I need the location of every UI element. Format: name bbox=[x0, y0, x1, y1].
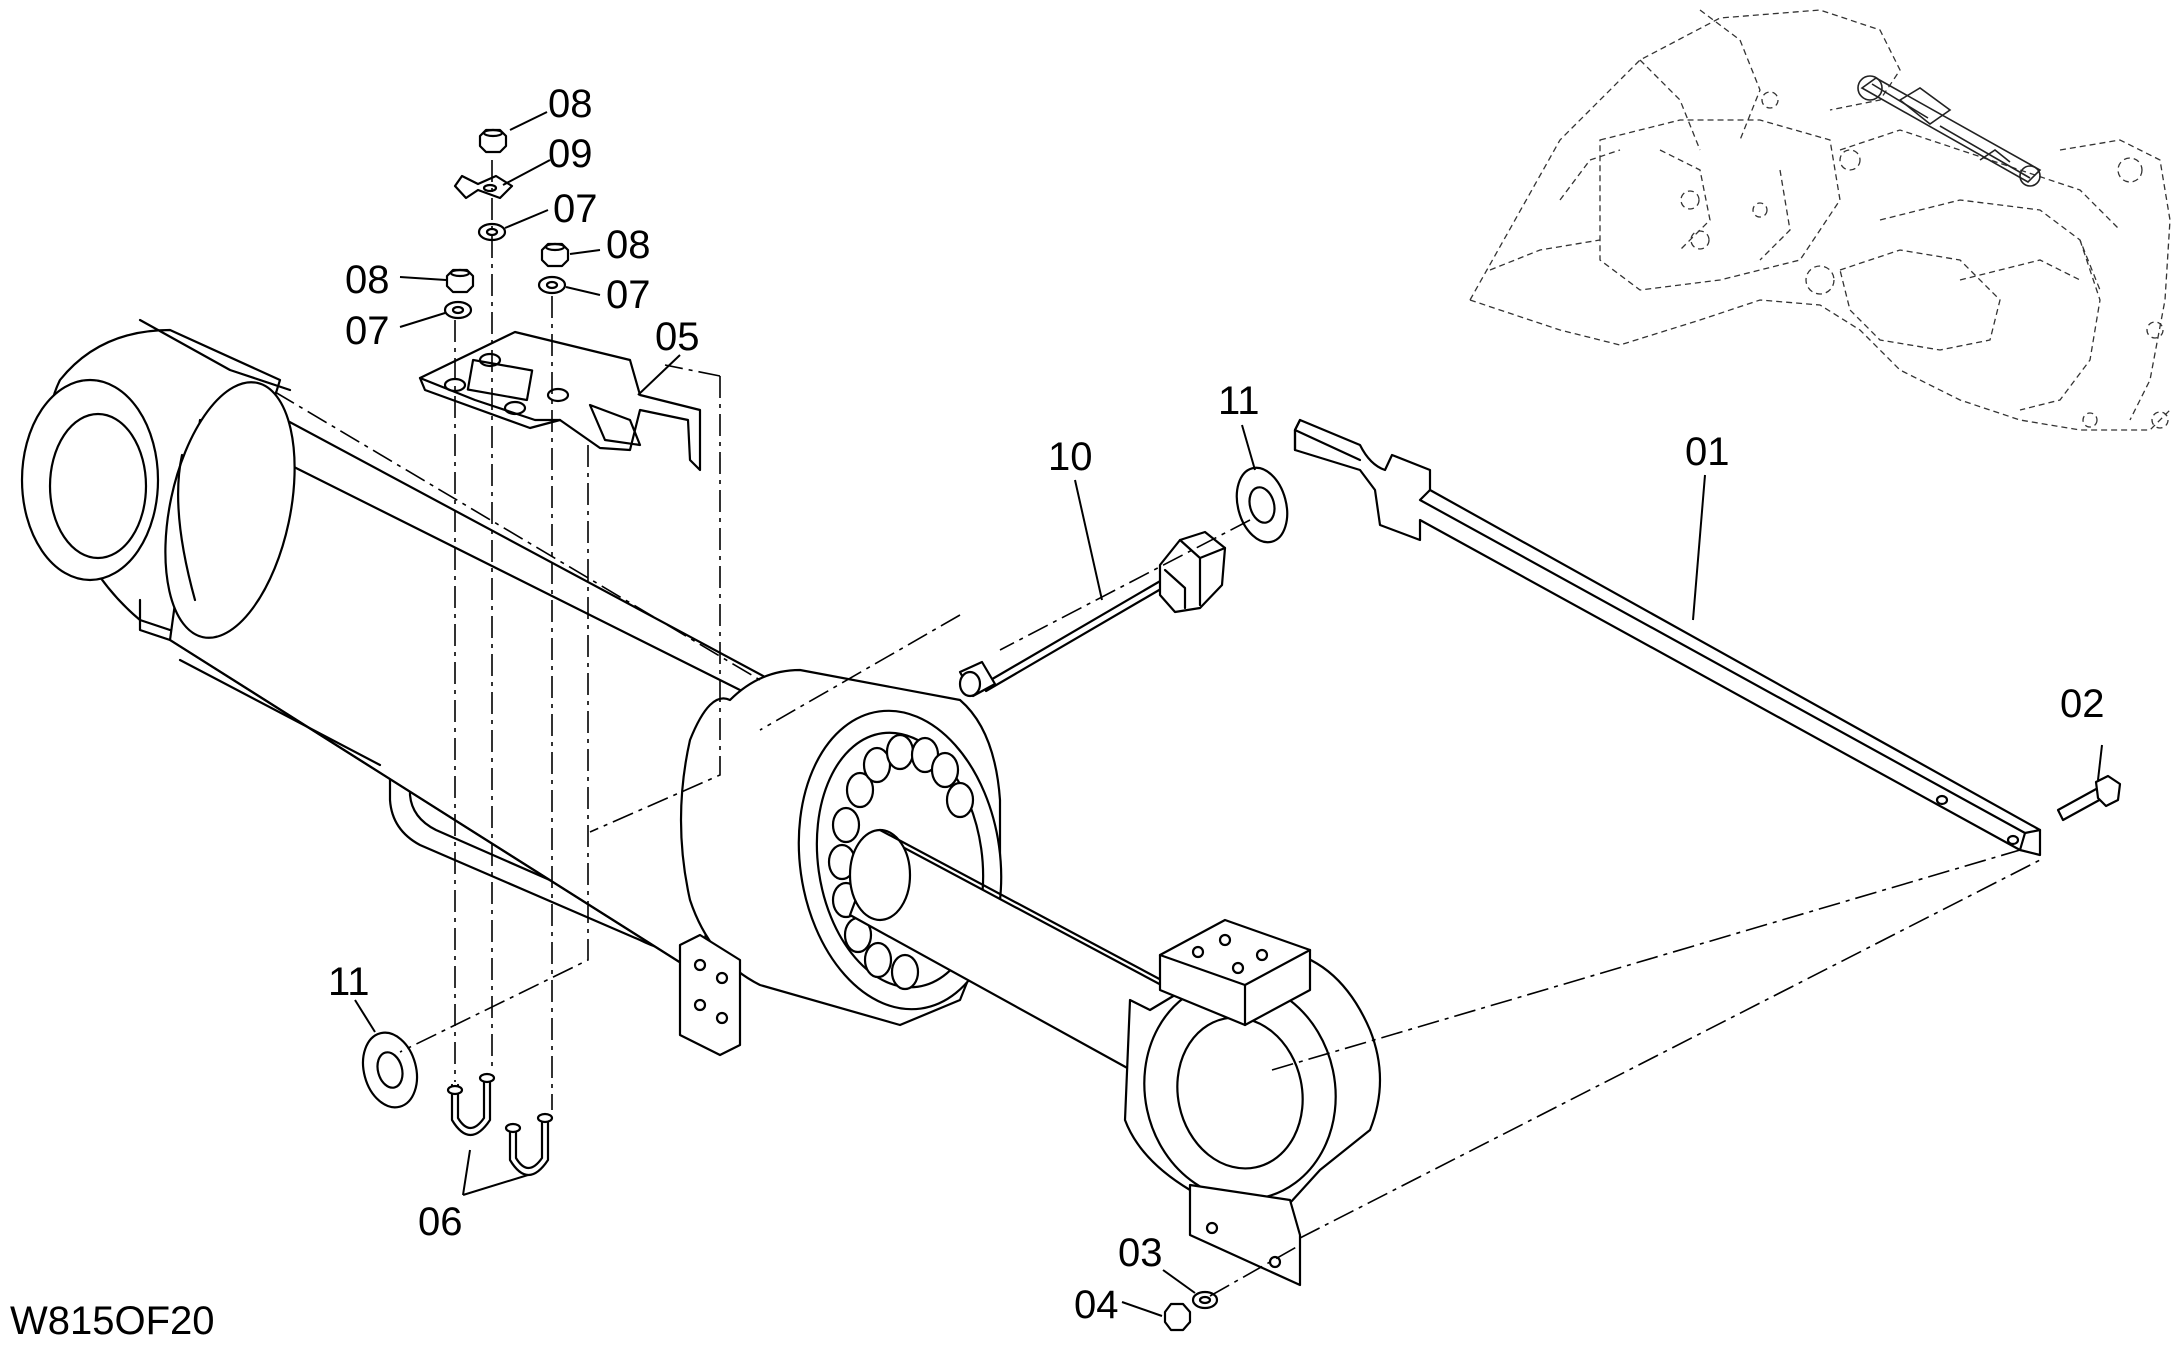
leader-lines bbox=[354, 111, 2103, 1317]
label-09: 09 bbox=[548, 132, 593, 176]
label-01: 01 bbox=[1685, 430, 1730, 474]
label-10: 10 bbox=[1048, 435, 1093, 479]
drawing-code: W815OF20 bbox=[10, 1299, 215, 1343]
boom-cylinder-assembly bbox=[20, 318, 1382, 1287]
part-labels: 08 09 07 08 08 07 07 05 11 10 01 02 11 0… bbox=[328, 82, 2105, 1327]
label-07-top: 07 bbox=[553, 187, 598, 231]
label-04: 04 bbox=[1074, 1283, 1119, 1327]
label-07-right: 07 bbox=[606, 273, 651, 317]
machine-locator-sketch bbox=[1469, 9, 2171, 431]
clamp-bracket-part-05 bbox=[418, 330, 702, 472]
washer-part-11-lower bbox=[361, 1031, 419, 1109]
label-08-left: 08 bbox=[345, 258, 390, 302]
label-08-right: 08 bbox=[606, 223, 651, 267]
nut-part-04 bbox=[1163, 1302, 1192, 1332]
label-03: 03 bbox=[1118, 1231, 1163, 1275]
bolt-part-02 bbox=[2056, 774, 2122, 822]
assembly-centerlines bbox=[274, 160, 2041, 1297]
washer-part-11-upper bbox=[1235, 466, 1289, 544]
label-02: 02 bbox=[2060, 682, 2105, 726]
label-11-upper: 11 bbox=[1218, 379, 1260, 423]
label-05: 05 bbox=[655, 315, 700, 359]
label-11-lower: 11 bbox=[328, 960, 370, 1004]
label-08-top: 08 bbox=[548, 82, 593, 126]
hardware-stack bbox=[443, 128, 570, 320]
stroke-sensor-part-10 bbox=[958, 530, 1227, 698]
label-07-left: 07 bbox=[345, 309, 390, 353]
label-06: 06 bbox=[418, 1200, 463, 1244]
u-bolts-part-06 bbox=[446, 1072, 554, 1177]
guide-bar-part-01 bbox=[1293, 418, 2042, 857]
